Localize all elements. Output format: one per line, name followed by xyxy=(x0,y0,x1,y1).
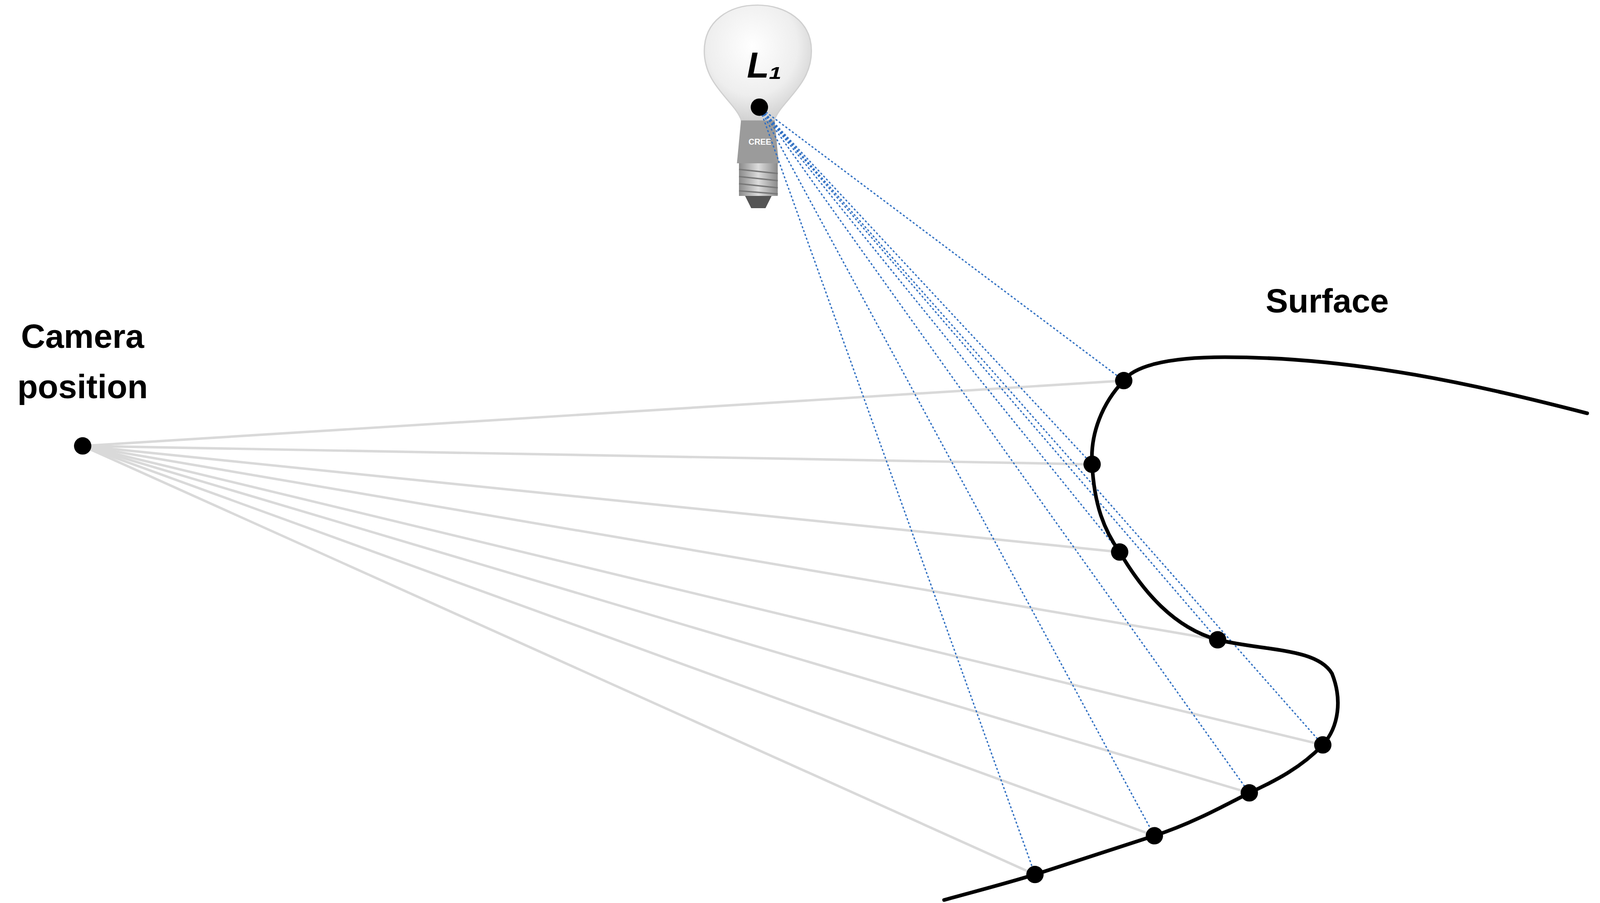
point-dot xyxy=(1240,784,1258,802)
light-ray xyxy=(759,107,1092,465)
camera-ray xyxy=(82,380,1124,446)
camera-ray xyxy=(82,445,1218,640)
light-ray xyxy=(759,107,1218,640)
label-text: L₁ xyxy=(746,44,782,86)
camera-ray xyxy=(82,445,1120,553)
diagram-label: CREE xyxy=(739,137,781,147)
label-text: Surface xyxy=(1265,282,1389,320)
light-ray xyxy=(759,107,1120,553)
point-dot xyxy=(1083,455,1101,474)
diagram-label: L₁ xyxy=(737,45,792,86)
camera-ray xyxy=(82,445,1035,875)
point-dot xyxy=(1208,631,1227,649)
camera-ray xyxy=(82,445,1323,745)
point-dot xyxy=(750,98,769,116)
label-text: CREE xyxy=(748,137,772,147)
diagram-label: Surface xyxy=(1265,281,1429,322)
surface-curve xyxy=(944,357,1587,901)
light-ray xyxy=(759,107,1155,836)
camera-ray xyxy=(82,445,1250,793)
point-dot xyxy=(73,437,92,455)
point-dot xyxy=(1026,866,1044,884)
light-ray xyxy=(759,107,1323,745)
light-bulb xyxy=(704,4,812,209)
light-ray xyxy=(759,107,1035,875)
point-dot xyxy=(1145,827,1164,845)
point-dot xyxy=(1314,736,1332,754)
point-dot xyxy=(1115,371,1133,390)
point-dot xyxy=(1110,543,1129,561)
light-ray xyxy=(759,107,1124,381)
label-text: Camera position xyxy=(17,317,148,406)
camera-ray xyxy=(82,445,1155,836)
diagram-label: Camera position xyxy=(9,311,156,412)
light-ray xyxy=(759,107,1250,793)
